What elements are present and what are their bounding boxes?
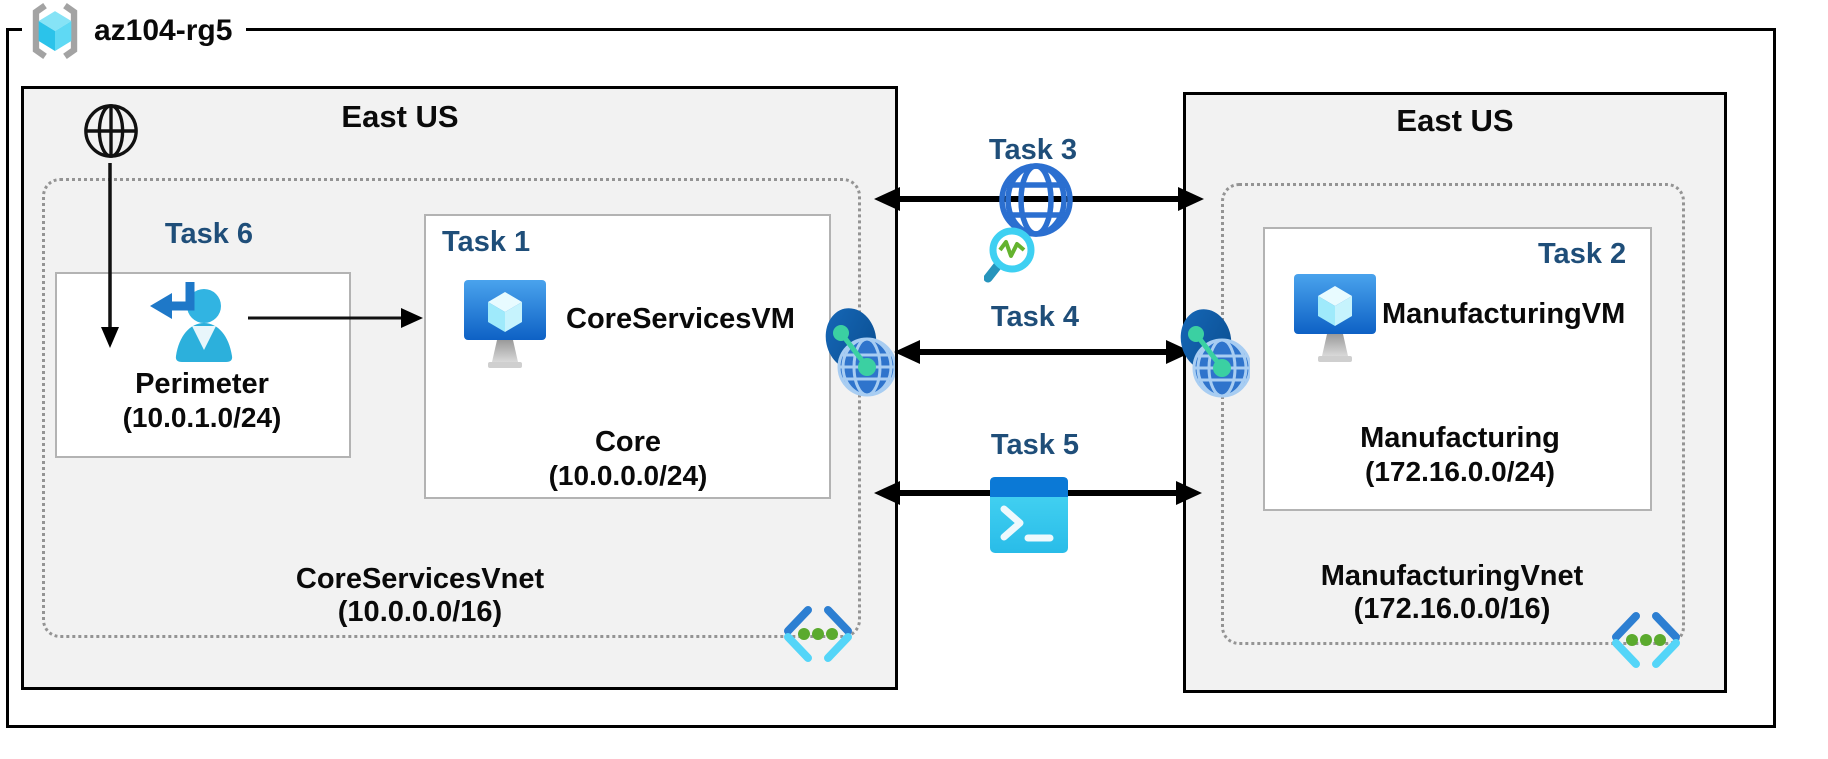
manufacturing-subnet-name: Manufacturing xyxy=(1360,422,1560,454)
manufacturing-vnet-cidr: (172.16.0.0/16) xyxy=(1353,593,1551,625)
core-subnet-box xyxy=(424,214,831,499)
task6-label: Task 6 xyxy=(164,218,254,250)
vnet-peering-icon xyxy=(825,308,895,397)
task5-label: Task 5 xyxy=(990,429,1080,461)
core-services-vnet-boundary xyxy=(42,178,861,638)
manufacturing-vnet-boundary xyxy=(1221,183,1685,645)
task1-label: Task 1 xyxy=(442,226,531,258)
core-subnet-cidr: (10.0.0.0/24) xyxy=(548,460,708,491)
task4-label: Task 4 xyxy=(990,301,1080,333)
internet-globe-icon xyxy=(84,104,138,158)
vnet-peering-icon xyxy=(1180,309,1250,398)
core-vnet-cidr: (10.0.0.0/16) xyxy=(337,596,503,628)
network-watcher-icon xyxy=(984,163,1073,283)
manufacturing-subnet-cidr: (172.16.0.0/24) xyxy=(1365,456,1555,487)
resource-group-name: az104-rg5 xyxy=(94,14,233,47)
region-title-left: East US xyxy=(341,99,459,134)
virtual-machine-icon xyxy=(1294,274,1376,362)
virtual-network-icon xyxy=(1612,612,1680,668)
region-title-right: East US xyxy=(1396,103,1514,138)
core-subnet-name: Core xyxy=(594,426,662,458)
core-vm-name: CoreServicesVM xyxy=(566,303,795,335)
resource-group-header: az104-rg5 xyxy=(22,0,247,62)
perimeter-subnet-cidr: (10.0.1.0/24) xyxy=(122,402,282,433)
virtual-network-icon xyxy=(784,606,852,662)
core-vnet-name: CoreServicesVnet xyxy=(295,563,545,595)
cloud-shell-terminal-icon xyxy=(990,477,1068,553)
resource-group-boundary xyxy=(6,28,1776,728)
sign-in-user-icon xyxy=(150,282,233,362)
manufacturing-vm-name: ManufacturingVM xyxy=(1382,298,1626,330)
task2-label: Task 2 xyxy=(1538,238,1627,270)
virtual-machine-icon xyxy=(464,280,546,368)
perimeter-subnet-name: Perimeter xyxy=(135,368,269,400)
manufacturing-vnet-name: ManufacturingVnet xyxy=(1320,560,1584,592)
task3-label: Task 3 xyxy=(988,134,1078,166)
resource-group-icon xyxy=(32,3,78,59)
